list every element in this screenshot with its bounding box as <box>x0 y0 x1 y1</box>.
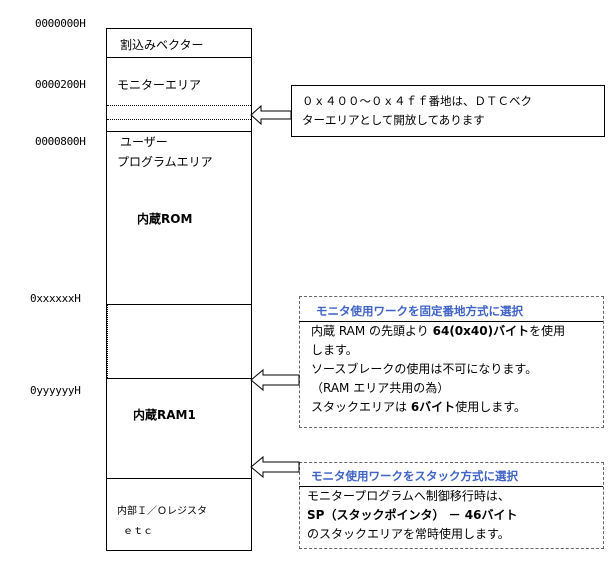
arrow-fixed-address-icon <box>250 368 300 392</box>
address-yyyyyy: 0yyyyyyH <box>30 384 81 397</box>
fixed-line-5a: スタックエリアは <box>311 400 411 414</box>
stack-line-3: のスタックエリアを常時使用します。 <box>307 527 510 541</box>
address-xxxxxx: 0xxxxxxH <box>30 292 81 305</box>
divider-vector-monitor <box>107 57 251 58</box>
fixed-address-body: 内蔵 RAM の先頭より 64(0x40)バイトを使用 します。 ソースブレーク… <box>311 322 565 417</box>
fixed-line-2: します。 <box>311 343 358 357</box>
fixed-address-title: モニタ使用ワークを固定番地方式に選択 <box>316 304 523 318</box>
divider-monitor-dotted-2 <box>107 119 251 120</box>
fixed-line-1b: 64(0x40)バイト <box>432 324 530 338</box>
dtc-callout-box: ０ｘ４００～０ｘ４ｆｆ番地は、ＤＴＣベク ターエリアとして開放してあります <box>291 85 605 137</box>
fixed-line-5b: 6バイト <box>410 400 456 414</box>
fixed-line-3: ソースブレークの使用は不可になります。 <box>311 362 538 376</box>
stack-method-body: モニタープログラムへ制御移行時は、 SP（スタックポインタ） － 46バイト の… <box>307 487 518 544</box>
stack-method-title: モニタ使用ワークをスタック方式に選択 <box>311 469 518 483</box>
dtc-callout-line-2: ターエリアとして開放してあります <box>302 113 485 127</box>
fixed-line-1c: を使用 <box>529 324 566 338</box>
vector-area-label: 割込みベクター <box>120 38 204 52</box>
fixed-line-1a: 内蔵 RAM の先頭より <box>311 324 433 338</box>
io-register-label-2: ｅｔｃ <box>123 526 153 537</box>
monitor-area-label: モニターエリア <box>117 78 202 92</box>
memory-map <box>106 28 252 551</box>
fixed-address-box <box>299 296 604 428</box>
user-area-label-2: プログラムエリア <box>117 155 213 169</box>
address-0000800: 0000800H <box>35 135 86 148</box>
divider-ram-start <box>107 378 251 379</box>
address-0000000: 0000000H <box>35 17 86 30</box>
io-register-label-1: 内部Ｉ／Ｏレジスタ <box>117 506 207 517</box>
fixed-line-4: （RAM エリア共用の為） <box>311 381 450 395</box>
ram-label: 内蔵RAM1 <box>133 408 196 422</box>
arrow-dtc-icon <box>250 104 292 126</box>
divider-monitor-dotted-1 <box>107 105 251 106</box>
stack-method-box <box>299 462 604 549</box>
user-area-label-1: ユーザー <box>120 135 168 149</box>
dtc-callout-line-1: ０ｘ４００～０ｘ４ｆｆ番地は、ＤＴＣベク <box>302 94 532 108</box>
fixed-line-5c: 使用します。 <box>455 400 526 414</box>
fixed-address-title-rule <box>299 321 603 322</box>
divider-rom-end <box>107 304 251 305</box>
divider-monitor-user <box>107 131 251 132</box>
address-0000200: 0000200H <box>35 78 86 91</box>
unused-gap-left-dotted <box>107 304 108 378</box>
stack-method-title-rule <box>299 486 603 487</box>
stack-line-2: SP（スタックポインタ） － 46バイト <box>307 508 518 522</box>
stack-line-1: モニタープログラムへ制御移行時は、 <box>307 489 510 503</box>
divider-ram-end <box>107 478 251 479</box>
arrow-stack-method-icon <box>250 455 300 479</box>
rom-label: 内蔵ROM <box>137 212 193 226</box>
